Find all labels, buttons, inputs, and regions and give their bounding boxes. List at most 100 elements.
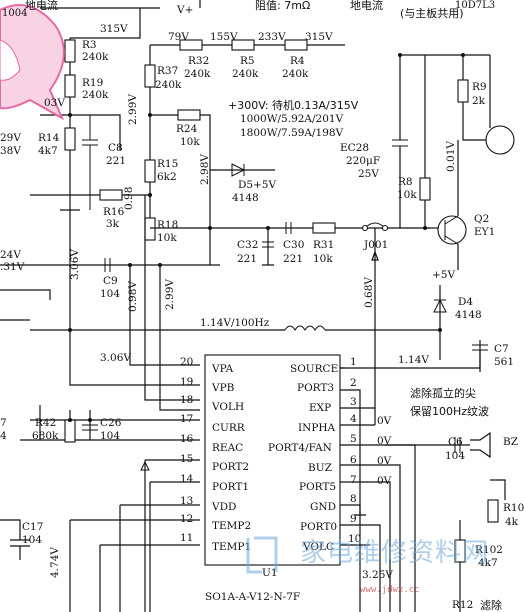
r15-label: R15: [157, 158, 179, 170]
r5-label: R5: [240, 55, 255, 67]
ov-label: 0V: [377, 475, 392, 487]
watermark-text: 家电维修资料网: [300, 538, 490, 568]
v325: 3.25V: [362, 569, 393, 581]
pin-num: 6: [350, 454, 357, 466]
c7-label: C7: [494, 343, 509, 355]
r18-label: R18: [157, 219, 179, 231]
threshold-label: 阻值: 7mΩ: [255, 0, 311, 12]
r15-value: 6k2: [157, 171, 177, 183]
pin-label: PORT3: [297, 382, 335, 394]
pin-label: PORT2: [212, 461, 250, 473]
r42-value: 680k: [32, 430, 59, 442]
vplus-label: V+: [177, 4, 194, 16]
pin-label: TEMP1: [212, 541, 252, 553]
power-note-2: 1000W/5.92A/201V: [240, 113, 344, 125]
pin-label: VOLH: [212, 401, 245, 413]
resistor-r5: [231, 39, 255, 51]
c7-value: 561: [494, 356, 515, 368]
pin-num: 10: [348, 533, 362, 545]
r19-label: R19: [82, 77, 104, 89]
v155: 155V: [210, 31, 238, 43]
c26-label: C26: [100, 417, 122, 429]
c32-value: 221: [237, 253, 258, 265]
c-left-label: 7: [0, 417, 7, 429]
inductor-filter: [284, 325, 326, 331]
v24: 24V: [0, 249, 21, 261]
pin-num: 15: [180, 453, 194, 465]
pin-num: 14: [180, 473, 194, 485]
buzzer-bz: [385, 431, 491, 459]
r24-value: 10k: [180, 136, 200, 148]
ec28-value: 220μF: [346, 155, 381, 167]
resistor-r14: [64, 127, 76, 151]
diode-d5: [231, 163, 246, 177]
ec28-voltage: 25V: [358, 168, 379, 180]
transistor-q-right: [485, 125, 515, 155]
r16-label: R16: [103, 206, 125, 218]
r102-value: 4k7: [478, 557, 498, 569]
pin-label: VPB: [212, 382, 235, 394]
capacitor-c9: [104, 258, 111, 272]
resistor-r37: [144, 64, 156, 88]
r12-label: R12: [452, 599, 474, 611]
r3-value: 240k: [82, 51, 109, 63]
ic-part-number: SO1A-A-V12-N-7F: [205, 591, 301, 603]
pin-label: SOURCE: [290, 363, 339, 375]
pin-label: PORT1: [212, 481, 250, 493]
pin-label: VOLC: [303, 541, 335, 553]
pin-num: 4: [350, 413, 357, 425]
pin-num: 19: [180, 376, 194, 388]
pin-label: INPHA: [298, 422, 336, 434]
d5-value: 4148: [232, 192, 259, 204]
c32-label: C32: [237, 239, 259, 251]
c26-value: 104: [100, 430, 121, 442]
pin-num: 7: [350, 474, 357, 486]
ground-current-right: 地电流: [350, 0, 383, 12]
c17-label: C17: [22, 521, 44, 533]
filter-note-2: 保留100Hz纹波: [410, 405, 490, 418]
d5-supply: +5V: [253, 179, 277, 191]
power-note-1: +300V: 待机0.13A/315V: [228, 99, 359, 112]
ic-u1: [204, 354, 341, 566]
capacitor-c32: [262, 241, 274, 248]
c17-value: 104: [22, 534, 43, 546]
pin-num: 11: [180, 532, 194, 544]
r8-value: 10k: [397, 189, 417, 201]
v31: .31V: [0, 261, 25, 273]
c6-value: 104: [445, 450, 466, 462]
resistor-r31: [312, 222, 336, 234]
pin-num: 9: [350, 513, 357, 525]
pin-label: VDD: [212, 501, 237, 513]
c9-label: C9: [103, 275, 118, 287]
pin-num: 1: [350, 356, 357, 368]
v233: 233V: [258, 31, 286, 43]
r4-label: R4: [290, 55, 305, 67]
pin-num: 20: [180, 356, 194, 368]
v114: 1.14V: [398, 354, 429, 366]
filter-note-1: 滤除孤立的尖: [410, 387, 476, 400]
r37-value: 240k: [155, 79, 182, 91]
pin-num: 16: [180, 433, 194, 445]
pin-num: 18: [180, 394, 194, 406]
resistor-r16: [99, 189, 123, 201]
d4-value: 4148: [455, 309, 482, 321]
pin-label: CURR: [212, 422, 245, 434]
r8-label: R8: [398, 176, 413, 188]
r4-value: 240k: [282, 68, 309, 80]
pin-num: 2: [350, 377, 357, 389]
right-top-label: 10D7L3: [455, 0, 496, 11]
r5-value: 240k: [232, 68, 259, 80]
filter-note-3: 滤除: [480, 599, 502, 612]
pin-label: VPA: [212, 363, 234, 375]
ground-current-left: 地电流: [25, 0, 58, 12]
c-left-value: 4: [0, 430, 7, 442]
pin-num: 8: [350, 493, 357, 505]
r10-value: 4k: [505, 516, 519, 528]
r37-label: R37: [157, 65, 179, 77]
pin-num: 13: [180, 495, 194, 507]
v315-b: 315V: [305, 31, 333, 43]
v03: 03V: [44, 97, 65, 109]
